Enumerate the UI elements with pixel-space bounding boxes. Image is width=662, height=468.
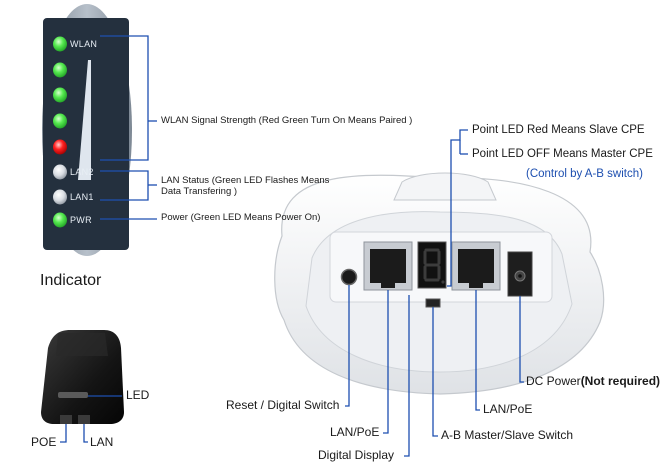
lan-status-annotation-line1: LAN Status (Green LED Flashes Means <box>161 175 330 186</box>
dc-power-note: (Not required) <box>580 374 661 388</box>
reset-switch-annotation: Reset / Digital Switch <box>226 398 340 412</box>
power-annotation: Power (Green LED Means Power On) <box>161 212 321 223</box>
wlan-led-label: WLAN <box>70 39 98 49</box>
reset-button <box>340 268 358 286</box>
indicator-title: Indicator <box>40 272 102 289</box>
adapter-led-window <box>58 392 88 398</box>
pwr-led <box>53 212 67 228</box>
point-led-off-annotation: Point LED OFF Means Master CPE <box>472 148 653 160</box>
indicator-panel <box>42 4 132 256</box>
pwr-led-label: PWR <box>70 215 92 225</box>
lan1-led <box>53 189 67 205</box>
ab-switch-annotation: A-B Master/Slave Switch <box>441 428 574 442</box>
lan2-led-label: LAN2 <box>70 167 94 177</box>
adapter-lan-label: LAN <box>90 435 114 449</box>
wlan-led-2 <box>53 62 67 78</box>
adapter-led-label: LED <box>126 388 150 402</box>
signal-strength-wedge <box>78 60 91 180</box>
device-leader-lines <box>345 129 524 457</box>
dc-power-annotation: DC Power(Not required) <box>526 374 661 389</box>
lan-poe-right-annotation: LAN/PoE <box>483 402 533 416</box>
wlan-led-red <box>53 139 67 155</box>
wlan-led-1 <box>53 36 67 52</box>
lan2-led <box>53 164 67 180</box>
dc-power-jack <box>507 251 533 297</box>
wlan-led-3 <box>53 87 67 103</box>
adapter-poe-label: POE <box>31 435 57 449</box>
control-note: (Control by A-B switch) <box>526 168 643 180</box>
ab-switch <box>425 298 441 308</box>
dc-power-label: DC Power <box>526 374 581 388</box>
lan1-led-label: LAN1 <box>70 192 94 202</box>
lan-status-annotation-line2: Data Transfering ) <box>161 186 238 197</box>
lan-poe-port-left <box>363 241 413 291</box>
lan-poe-left-annotation: LAN/PoE <box>330 425 380 439</box>
indicator-brackets <box>100 35 157 220</box>
wlan-led-4 <box>53 113 67 129</box>
lan-poe-port-right <box>451 241 501 291</box>
digital-display <box>417 241 447 289</box>
adapter-leader-lines <box>60 395 122 443</box>
wlan-signal-annotation: WLAN Signal Strength (Red Green Turn On … <box>161 115 413 126</box>
digital-display-annotation: Digital Display <box>318 448 395 462</box>
poe-adapter <box>41 330 124 424</box>
point-led-red-annotation: Point LED Red Means Slave CPE <box>472 124 645 136</box>
ap-device <box>274 172 605 395</box>
